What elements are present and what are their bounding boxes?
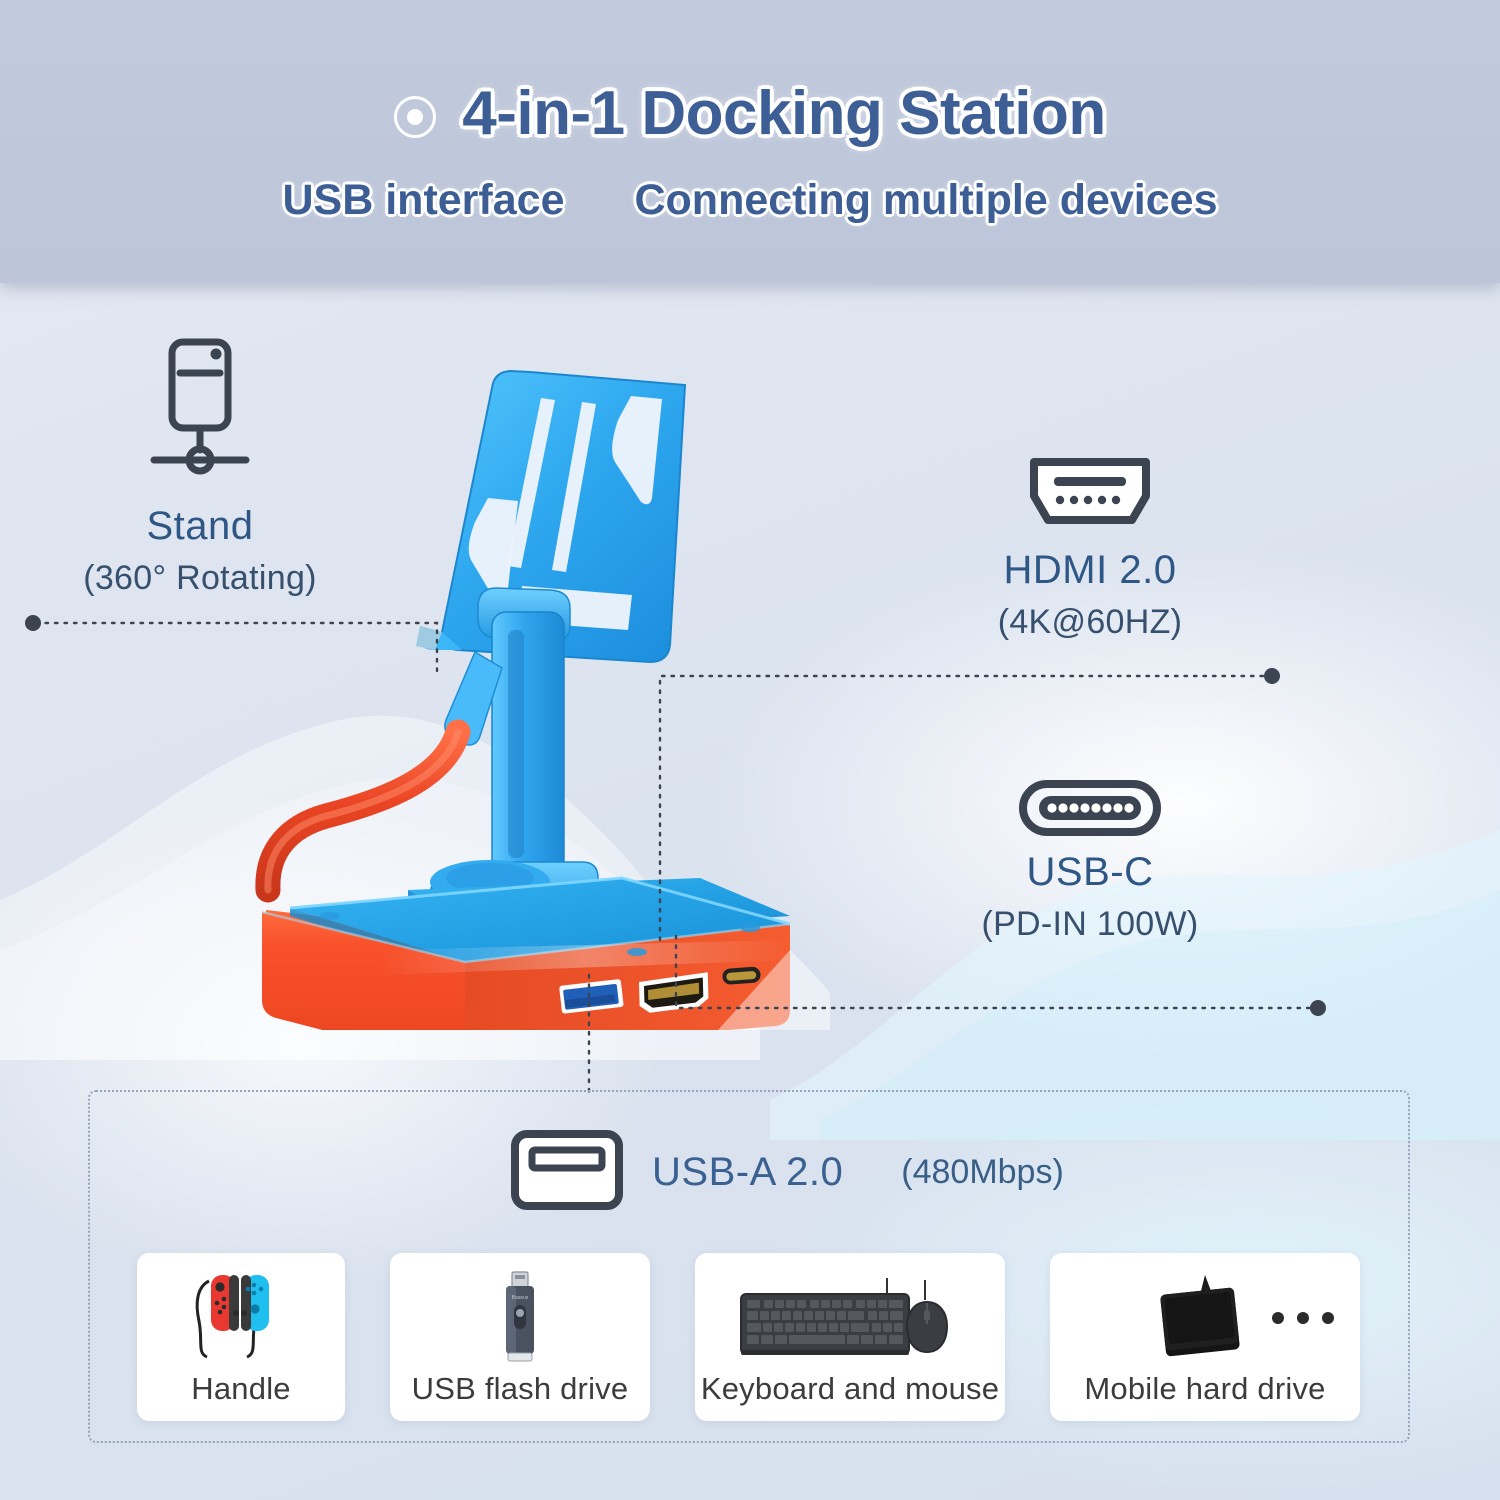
- device-card-hard-drive-caption: Mobile hard drive: [1084, 1371, 1326, 1406]
- feature-usbc-sub: (PD-IN 100W): [981, 905, 1199, 943]
- subtitle-usb-interface: USB interface: [282, 176, 565, 224]
- device-card-keyboard-mouse[interactable]: Keyboard and mouse: [695, 1253, 1005, 1421]
- dock-base-solid: [261, 876, 791, 1030]
- usb-a-devices-panel: [88, 1090, 1410, 1443]
- device-card-handle[interactable]: Handle: [137, 1253, 345, 1421]
- joycon-controllers-icon: [185, 1269, 297, 1365]
- feature-usbc-title: USB-C: [1026, 850, 1154, 894]
- feature-stand: Stand (360° Rotating): [30, 338, 370, 598]
- compatible-devices-list: Handle Baseus USB flash drive: [137, 1253, 1360, 1421]
- subtitle-connecting-devices: Connecting multiple devices: [634, 176, 1218, 224]
- port-usb-c: [722, 966, 761, 985]
- keyboard-mouse-icon: [735, 1269, 965, 1365]
- usb-a-label: USB-A 2.0: [652, 1150, 844, 1194]
- usb-a-speed: (480Mbps): [901, 1153, 1064, 1191]
- feature-stand-title: Stand: [146, 504, 254, 548]
- subtitle-row: USB interface Connecting multiple device…: [0, 176, 1500, 225]
- feature-usbc: USB-C (PD-IN 100W): [930, 780, 1250, 944]
- feature-hdmi-sub: (4K@60HZ): [997, 603, 1183, 641]
- phone-stand-rotating-icon: [30, 338, 370, 490]
- feature-stand-sub: (360° Rotating): [83, 559, 317, 597]
- device-card-flash-drive[interactable]: Baseus USB flash drive: [390, 1253, 650, 1421]
- bullet-dot-icon: [394, 95, 437, 138]
- ellipsis-dots-icon: [1272, 1312, 1334, 1324]
- feature-hdmi-title: HDMI 2.0: [1003, 548, 1177, 592]
- header-banner: 4-in-1 Docking Station USB interface Con…: [0, 0, 1500, 283]
- device-card-keyboard-mouse-caption: Keyboard and mouse: [700, 1371, 1000, 1406]
- title-row: 4-in-1 Docking Station: [0, 78, 1500, 149]
- usb-cable: [255, 650, 503, 903]
- svg-text:Baseus: Baseus: [512, 1295, 529, 1301]
- usb-a-header-row: USB-A 2.0 (480Mbps): [510, 1128, 1064, 1217]
- device-card-handle-caption: Handle: [191, 1371, 291, 1406]
- usb-flash-drive-icon: Baseus: [490, 1269, 550, 1365]
- usb-a-port-icon: [510, 1128, 624, 1217]
- port-usb-a: [559, 979, 624, 1014]
- usb-c-port-icon: [930, 780, 1250, 836]
- hdmi-port-icon: [930, 450, 1250, 534]
- feature-hdmi: HDMI 2.0 (4K@60HZ): [930, 450, 1250, 642]
- portable-hard-drive-icon: [1145, 1269, 1265, 1365]
- device-card-hard-drive[interactable]: Mobile hard drive: [1050, 1253, 1360, 1421]
- device-card-flash-drive-caption: USB flash drive: [411, 1371, 629, 1406]
- page-title: 4-in-1 Docking Station: [462, 79, 1106, 148]
